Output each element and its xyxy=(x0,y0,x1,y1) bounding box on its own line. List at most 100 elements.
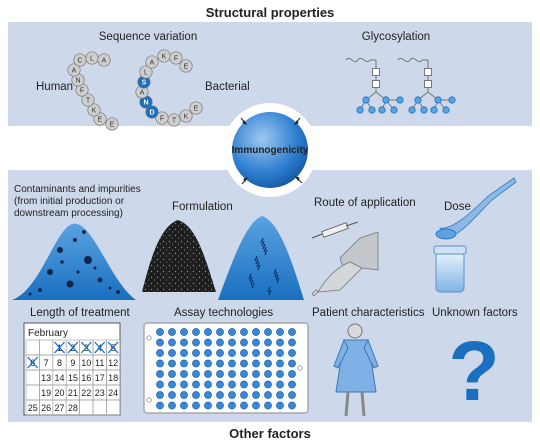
bacterial-bead-letter: N xyxy=(143,100,148,107)
calendar-day: 8 xyxy=(57,358,62,368)
well xyxy=(204,401,212,410)
well xyxy=(216,349,224,357)
well xyxy=(288,370,296,378)
well xyxy=(276,380,284,389)
header-structural: Structural properties xyxy=(206,5,335,20)
calendar-day: 24 xyxy=(108,388,118,398)
well xyxy=(204,391,212,399)
well xyxy=(264,391,272,399)
well xyxy=(216,338,224,347)
well xyxy=(180,370,188,378)
well xyxy=(276,391,284,399)
human-bead-letter: C xyxy=(77,58,82,65)
well xyxy=(204,328,212,336)
glycosylation-title: Glycosylation xyxy=(362,31,430,43)
formulation-title: Formulation xyxy=(172,201,233,213)
well xyxy=(264,349,272,357)
human-bead xyxy=(87,103,101,117)
bacterial-bead-letter: D xyxy=(149,110,154,117)
well xyxy=(180,349,188,357)
well xyxy=(240,401,248,410)
calendar-day: 21 xyxy=(68,388,78,398)
bacterial-bead-letter: T xyxy=(172,118,177,125)
well xyxy=(264,359,272,368)
well xyxy=(276,401,284,410)
well xyxy=(228,359,236,368)
human-bead xyxy=(97,53,111,67)
well xyxy=(168,349,176,357)
well xyxy=(276,349,284,357)
bacterial-bead xyxy=(145,105,159,119)
calendar-day: 28 xyxy=(68,403,78,413)
well xyxy=(252,391,260,399)
contaminants-title-3: downstream processing) xyxy=(14,208,123,219)
well xyxy=(288,328,296,336)
well xyxy=(192,349,200,357)
particle xyxy=(73,238,77,242)
well xyxy=(228,349,236,357)
length-title: Length of treatment xyxy=(30,307,131,319)
calendar-day: 11 xyxy=(95,358,104,368)
bacterial-bead-letter: A xyxy=(140,90,145,97)
human-bead-letter: F xyxy=(80,88,84,95)
particle xyxy=(84,256,92,264)
bacterial-bead-letter: A xyxy=(150,60,155,67)
assay-plate-wells xyxy=(146,328,303,410)
particle xyxy=(47,269,53,275)
well xyxy=(192,380,200,389)
well xyxy=(156,380,164,389)
particle xyxy=(28,292,32,296)
human-bead-letter: A xyxy=(72,68,77,75)
contaminants-mound xyxy=(12,223,136,300)
particle xyxy=(93,266,97,270)
arm-with-syringe-icon xyxy=(311,221,379,297)
well xyxy=(156,391,164,399)
spoon-and-jar-icon xyxy=(433,177,517,293)
well xyxy=(240,359,248,368)
well xyxy=(240,328,248,336)
particle xyxy=(57,247,63,253)
day-cross-mark xyxy=(107,341,119,354)
well xyxy=(156,359,164,368)
well xyxy=(156,338,164,347)
immunogenicity-sphere xyxy=(232,112,308,188)
well xyxy=(216,328,224,336)
well xyxy=(288,391,296,399)
well xyxy=(168,359,176,368)
well xyxy=(216,359,224,368)
well xyxy=(180,338,188,347)
bacterial-bead-letter: L xyxy=(144,70,148,77)
well xyxy=(168,370,176,378)
human-bead-letter: K xyxy=(92,108,97,115)
question-mark-icon: ? xyxy=(448,324,499,418)
calendar-day: 15 xyxy=(68,373,78,383)
well xyxy=(240,391,248,399)
human-bead-letter: N xyxy=(75,78,80,85)
well xyxy=(228,391,236,399)
well xyxy=(204,349,212,357)
well xyxy=(204,338,212,347)
human-bead xyxy=(93,112,107,126)
calendar-day: 17 xyxy=(95,373,105,383)
well xyxy=(240,370,248,378)
patient-title: Patient characteristics xyxy=(312,307,425,319)
well xyxy=(252,359,260,368)
glycan-trees xyxy=(345,57,456,114)
calendar-day: 18 xyxy=(108,373,118,383)
well xyxy=(276,328,284,336)
well xyxy=(276,370,284,378)
bacterial-bead xyxy=(169,51,183,65)
well xyxy=(276,338,284,347)
unknown-title: Unknown factors xyxy=(432,307,518,319)
route-title: Route of application xyxy=(314,197,416,209)
well xyxy=(168,338,176,347)
patient-figure-icon xyxy=(333,323,379,417)
calendar-day: 25 xyxy=(28,403,38,413)
bacterial-bead-letter: F xyxy=(160,116,164,123)
well xyxy=(168,380,176,389)
day-cross-mark xyxy=(27,356,39,369)
day-cross-mark xyxy=(67,341,79,354)
well xyxy=(204,370,212,378)
